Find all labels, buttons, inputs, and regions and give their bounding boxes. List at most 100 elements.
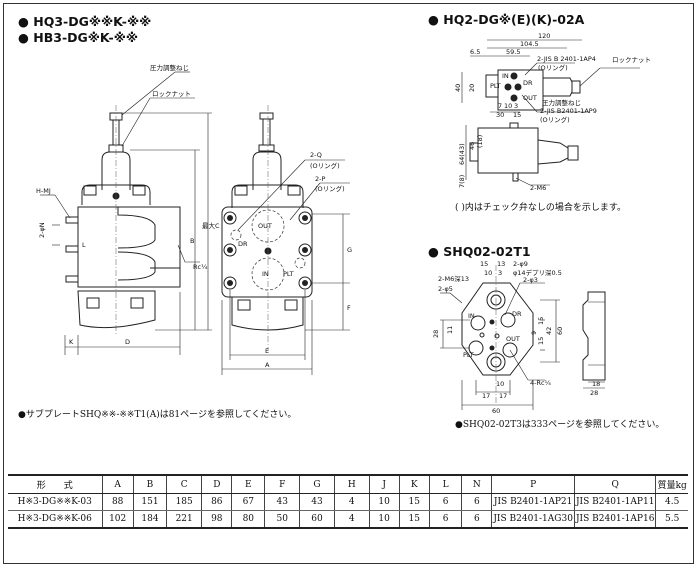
table-cell: 43 <box>264 493 300 511</box>
hq2-dim-15: 15 <box>513 111 521 119</box>
header-cell: J <box>368 475 400 494</box>
shq-rc: 4-Rc¼ <box>530 379 552 387</box>
spec-table: 形 式 A B C D E F G H J K L N P Q 質量kg H※3… <box>8 474 688 529</box>
header-cell: D <box>201 475 232 494</box>
hq2-dim-10: 10 <box>504 102 512 110</box>
hq2-dim-7: 7 <box>498 102 502 110</box>
shq-dim-13: 13 <box>497 260 505 268</box>
port-out: OUT <box>258 222 272 230</box>
shq-phi5: 2-φ5 <box>438 285 453 293</box>
note-check-valve: ( )内はチェック弁なしの場合を示します。 <box>455 201 626 213</box>
shq-port-dr: DR <box>512 310 522 318</box>
label-p-oring-sub: (Oリング) <box>315 184 345 193</box>
label-f: F <box>347 304 351 312</box>
label-l: L <box>82 241 86 249</box>
title-shq: ● SHQ02-02T1 <box>428 244 531 259</box>
table-cell: 4 <box>333 493 370 511</box>
shq-dim-9: 9 <box>530 331 538 335</box>
shq-drawing <box>440 265 606 410</box>
table-cell: 10 <box>368 510 400 528</box>
note-shq-t3: ●SHQ02-02T3は333ページを参照してください。 <box>455 418 664 430</box>
label-q-oring-sub: (Oリング) <box>310 161 340 170</box>
shq-dim-11: 11 <box>446 326 454 334</box>
table-cell: 6 <box>428 493 462 511</box>
label-b: B <box>190 237 194 245</box>
title-hq2: ● HQ2-DG※(E)(K)-02A <box>428 12 585 27</box>
hq2-dim-30: 30 <box>496 111 504 119</box>
table-cell: H※3-DG※※K-03 <box>8 493 102 511</box>
shq-dim-15b: 15 <box>537 317 545 325</box>
table-cell: 86 <box>201 493 232 511</box>
label-g: G <box>347 246 352 254</box>
hq2-drawing <box>461 39 640 186</box>
hq2-pressure-screw: 圧力調整ねじ <box>542 98 581 107</box>
table-cell: 185 <box>166 493 202 511</box>
shq-phi3: 2-φ3 <box>523 276 538 284</box>
table-cell: 15 <box>398 510 430 528</box>
hq2-dim-18: (18) <box>476 135 484 148</box>
table-cell: 10 <box>368 493 400 511</box>
header-cell: A <box>101 475 134 494</box>
shq-dim-17b: 17 <box>499 392 507 400</box>
shq-dim-28: 28 <box>432 330 440 338</box>
table-cell: 60 <box>299 510 335 528</box>
table-cell: 67 <box>231 493 265 511</box>
hq2-port-plt: PLT <box>490 82 501 90</box>
label-lock-nut: ロックナット <box>152 90 191 98</box>
header-cell: E <box>231 475 265 494</box>
port-plt: PLT <box>283 270 294 278</box>
header-cell: 質量kg <box>655 475 688 494</box>
shq-phi14: φ14デプリ深0.5 <box>513 268 562 277</box>
table-cell: 5.5 <box>655 510 688 528</box>
label-n-hole: 2-φN <box>38 222 46 238</box>
table-cell: 4.5 <box>655 493 688 511</box>
table-cell: 6 <box>428 510 462 528</box>
header-cell: N <box>461 475 492 494</box>
table-cell: 43 <box>299 493 335 511</box>
label-a: A <box>265 361 270 369</box>
shq-m6: 2-M6深13 <box>438 274 469 283</box>
hq2-dim-46: 46 <box>468 142 476 150</box>
shq-dim-17a: 17 <box>482 392 490 400</box>
table-row: H※3-DG※※K-06 102 184 221 98 80 50 60 4 1… <box>8 510 688 528</box>
table-cell: 151 <box>132 493 167 511</box>
side-view-drawing <box>40 71 212 355</box>
shq-dim-60: 60 <box>556 327 564 335</box>
table-row: H※3-DG※※K-03 88 151 185 86 67 43 43 4 10… <box>8 493 688 511</box>
table-cell: 98 <box>201 510 232 528</box>
table-cell: 184 <box>132 510 167 528</box>
table-cell: 88 <box>101 493 134 511</box>
header-cell: G <box>299 475 335 494</box>
port-in: IN <box>262 270 269 278</box>
label-rc: Rc¼ <box>193 263 208 271</box>
table-header-row: 形 式 A B C D E F G H J K L N P Q 質量kg <box>8 475 688 494</box>
table-cell: 50 <box>264 510 300 528</box>
hq2-dim-3: 3 <box>514 102 518 110</box>
label-pressure-screw: 圧力調整ねじ <box>150 63 189 72</box>
header-cell: 形 式 <box>8 475 102 494</box>
shq-dim-10: 10 <box>484 269 492 277</box>
table-cell: JIS B2401-1AP21 <box>491 493 575 511</box>
note-subplate: ●サブプレートSHQ※※-※※T1(A)は81ページを参照してください。 <box>18 408 296 420</box>
hq2-oring1-sub: (Oリング) <box>538 63 568 72</box>
header-cell: K <box>398 475 430 494</box>
shq-dim-28b: 28 <box>590 389 598 397</box>
table-cell: H※3-DG※※K-06 <box>17 514 92 524</box>
port-dr: DR <box>238 240 248 248</box>
hq2-dim-40: 40 <box>454 84 462 92</box>
hq2-m6: 2-M6 <box>530 184 546 192</box>
hq2-port-dr: DR <box>523 79 533 87</box>
shq-dim-3: 3 <box>498 269 502 277</box>
hq2-lock-nut: ロックナット <box>612 56 651 64</box>
hq2-dim-104-5: 104.5 <box>520 40 539 48</box>
shq-dim-60b: 60 <box>492 407 500 415</box>
shq-dim-15: 15 <box>480 260 488 268</box>
table-cell: 15 <box>398 493 430 511</box>
table-cell: 80 <box>231 510 265 528</box>
shq-phi9: 2-φ9 <box>513 260 528 268</box>
hq2-port-in: IN <box>502 72 509 80</box>
hq2-dim-7b: 7(8) <box>458 175 466 188</box>
label-p-oring: 2-P <box>315 175 325 183</box>
